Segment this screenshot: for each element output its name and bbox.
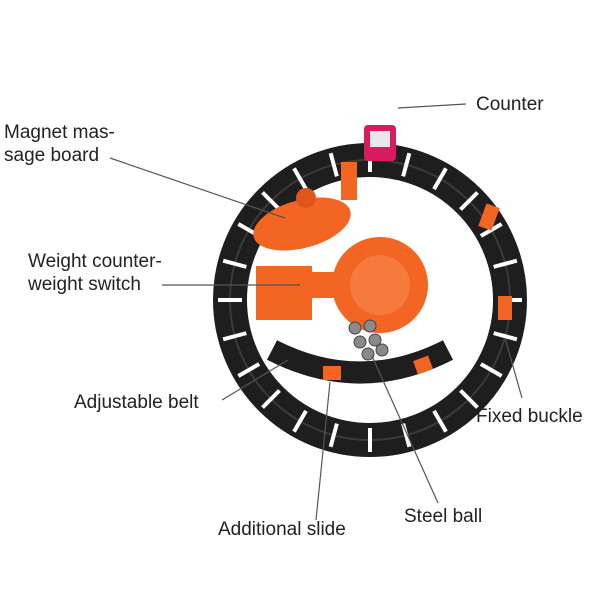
label-adjustable-belt: Adjustable belt (74, 392, 199, 413)
counter-screen (370, 131, 390, 147)
counter-screw (341, 162, 357, 200)
ring-slot (261, 389, 281, 409)
weight-switch-plate (256, 266, 312, 320)
ring-slot (292, 167, 308, 191)
label-counter: Counter (476, 94, 544, 115)
label-additional-slide: Additional slide (218, 519, 346, 540)
ring-slot (479, 362, 503, 378)
ring-slot (292, 409, 308, 433)
ring-slot (222, 258, 247, 269)
label-magnet-line1: Magnet mas- (4, 122, 115, 143)
label-fixed-buckle: Fixed buckle (476, 406, 583, 427)
ring-slot (432, 167, 448, 191)
orange-clip (478, 203, 500, 231)
ring-slot (493, 331, 518, 342)
ring-slot (237, 362, 261, 378)
ring-slot (432, 409, 448, 433)
label-weight-line1: Weight counter- (28, 251, 162, 272)
ring-slot (222, 331, 247, 342)
ring-slot (261, 191, 281, 211)
ring-slot (493, 258, 518, 269)
label-weight-line2: weight switch (28, 274, 141, 295)
label-magnet-line2: sage board (4, 145, 100, 166)
ring-slot (328, 423, 339, 448)
ring-slots (218, 148, 522, 452)
orange-clip (323, 366, 341, 380)
ring-slot (401, 152, 412, 177)
steel-balls (348, 319, 389, 361)
ring-slot (328, 152, 339, 177)
leader-lines (109, 103, 523, 521)
ring-slot (459, 389, 479, 409)
orange-clip (498, 296, 512, 320)
orange-clip (413, 355, 433, 375)
label-steel-ball: Steel ball (404, 506, 483, 527)
magnet-massage-board (253, 197, 351, 251)
ring-slot (459, 191, 479, 211)
